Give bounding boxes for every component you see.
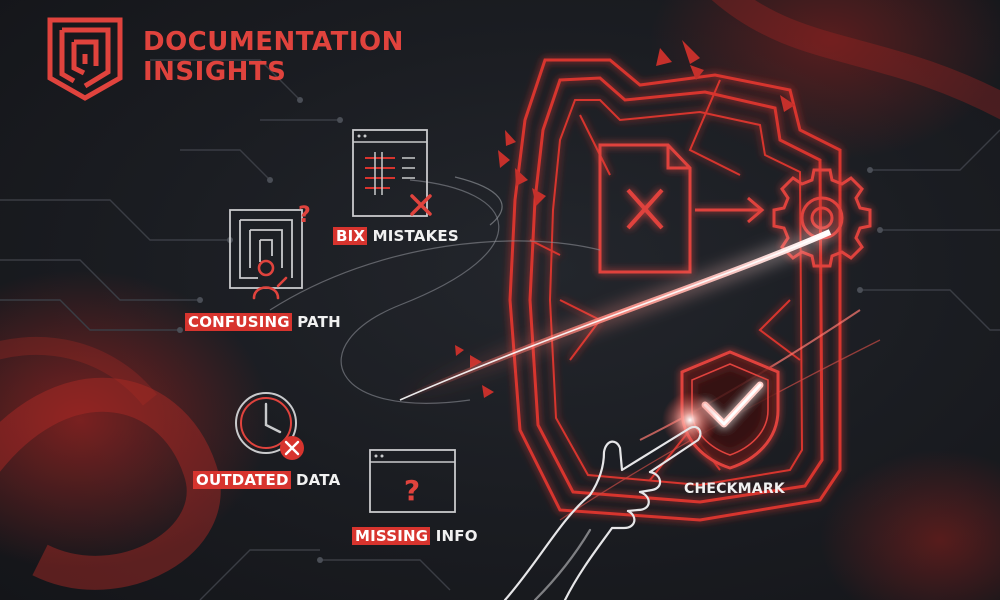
issue-label-text: MISTAKES <box>367 227 459 245</box>
resolution-label: CHECKMARK <box>684 481 785 497</box>
maze-shield-logo-icon <box>47 17 123 101</box>
issue-label-highlight: CONFUSING <box>185 313 292 331</box>
pointing-hand-icon <box>503 425 702 600</box>
issue-label-highlight: MISSING <box>352 527 431 545</box>
arrow-right-icon <box>695 196 765 224</box>
issue-label-bix-mistakes: BIX MISTAKES <box>333 227 459 245</box>
issue-label-highlight: BIX <box>333 227 368 245</box>
issue-label-confusing-path: CONFUSING PATH <box>185 313 341 331</box>
window-question-icon: ? <box>369 449 456 513</box>
document-x-icon <box>598 143 692 274</box>
maze-person-question-icon: ? <box>229 203 311 300</box>
light-streaks <box>269 176 881 521</box>
brand-title-line2: INSIGHTS <box>143 57 287 87</box>
issue-label-text: PATH <box>291 313 341 331</box>
issue-label-text: DATA <box>290 471 341 489</box>
brand-title-line1: DOCUMENTATION <box>143 27 404 57</box>
issue-label-highlight: OUTDATED <box>193 471 291 489</box>
clock-x-icon <box>235 392 304 460</box>
issue-label-outdated-data: OUTDATED DATA <box>193 471 340 489</box>
document-list-x-icon <box>352 129 432 217</box>
issue-label-missing-info: MISSING INFO <box>352 527 478 545</box>
frame-shards <box>455 40 795 398</box>
svg-text:?: ? <box>404 474 420 507</box>
svg-text:?: ? <box>298 203 311 228</box>
flare-glow <box>662 392 718 448</box>
issue-label-text: INFO <box>430 527 478 545</box>
